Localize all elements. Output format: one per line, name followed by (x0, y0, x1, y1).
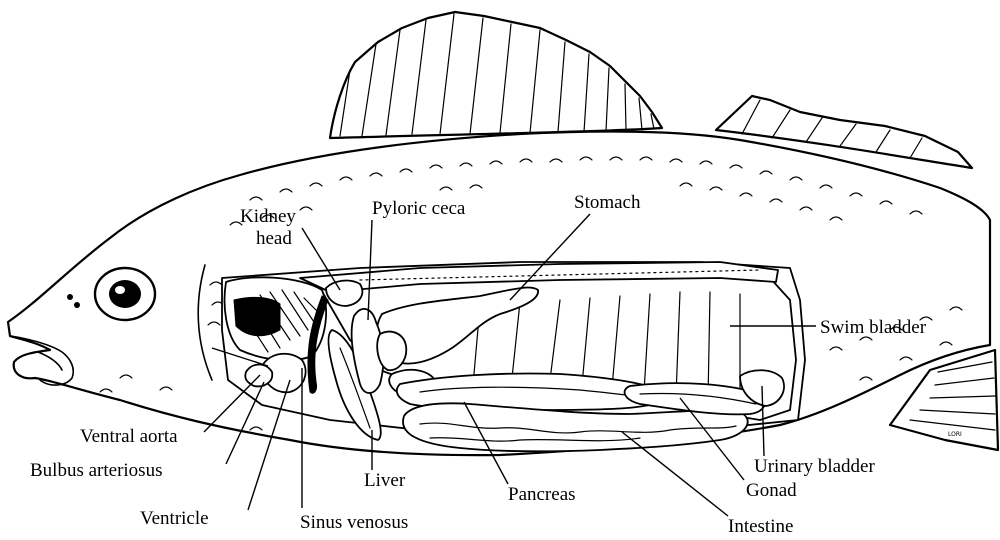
ventricle-organ (261, 352, 307, 394)
label-kidney-head-line1: Kidney (240, 206, 296, 227)
leader-bulbus (225, 381, 265, 465)
leader-intestine (621, 431, 729, 517)
leader-urinary-bladder (761, 385, 765, 457)
label-ventral-aorta: Ventral aorta (80, 426, 178, 447)
caudal-fin: LORI (888, 348, 1000, 452)
gonad-organ (623, 382, 766, 416)
leader-ventricle (247, 379, 291, 511)
label-pyloric-ceca: Pyloric ceca (372, 198, 466, 219)
sinus-venosus-organ (307, 295, 329, 394)
leader-gonad (679, 397, 745, 481)
leader-ventral-aorta-2 (211, 347, 269, 367)
gills (223, 276, 327, 362)
labels: Kidney head Pyloric ceca Stomach Swim bl… (30, 192, 927, 537)
artist-signature: LORI (948, 431, 962, 438)
label-sinus-venosus: Sinus venosus (300, 512, 408, 533)
label-gonad: Gonad (746, 480, 797, 501)
leader-pyloric-ceca (367, 219, 373, 321)
scales (99, 156, 963, 431)
leader-stomach (509, 213, 591, 301)
label-pancreas: Pancreas (508, 484, 576, 505)
intestine-organ (402, 402, 749, 453)
leader-kidney-head (301, 227, 341, 291)
label-intestine: Intestine (728, 516, 793, 537)
leader-ventral-aorta (203, 374, 261, 433)
label-swim-bladder: Swim bladder (820, 317, 927, 338)
leader-lines (203, 213, 816, 517)
eye (93, 266, 157, 322)
label-kidney-head-line2: head (256, 228, 292, 249)
label-stomach: Stomach (574, 192, 641, 213)
label-bulbus-arteriosus: Bulbus arteriosus (30, 460, 162, 481)
kidney-head-organ (325, 279, 364, 307)
label-urinary-bladder: Urinary bladder (754, 456, 875, 477)
dorsal-spiny-fin (328, 10, 664, 140)
leader-pancreas (463, 401, 509, 485)
soft-dorsal-fin (714, 94, 974, 170)
label-liver: Liver (364, 470, 406, 491)
kidney (299, 261, 779, 293)
nostrils (67, 294, 80, 308)
label-ventricle: Ventricle (140, 508, 209, 529)
